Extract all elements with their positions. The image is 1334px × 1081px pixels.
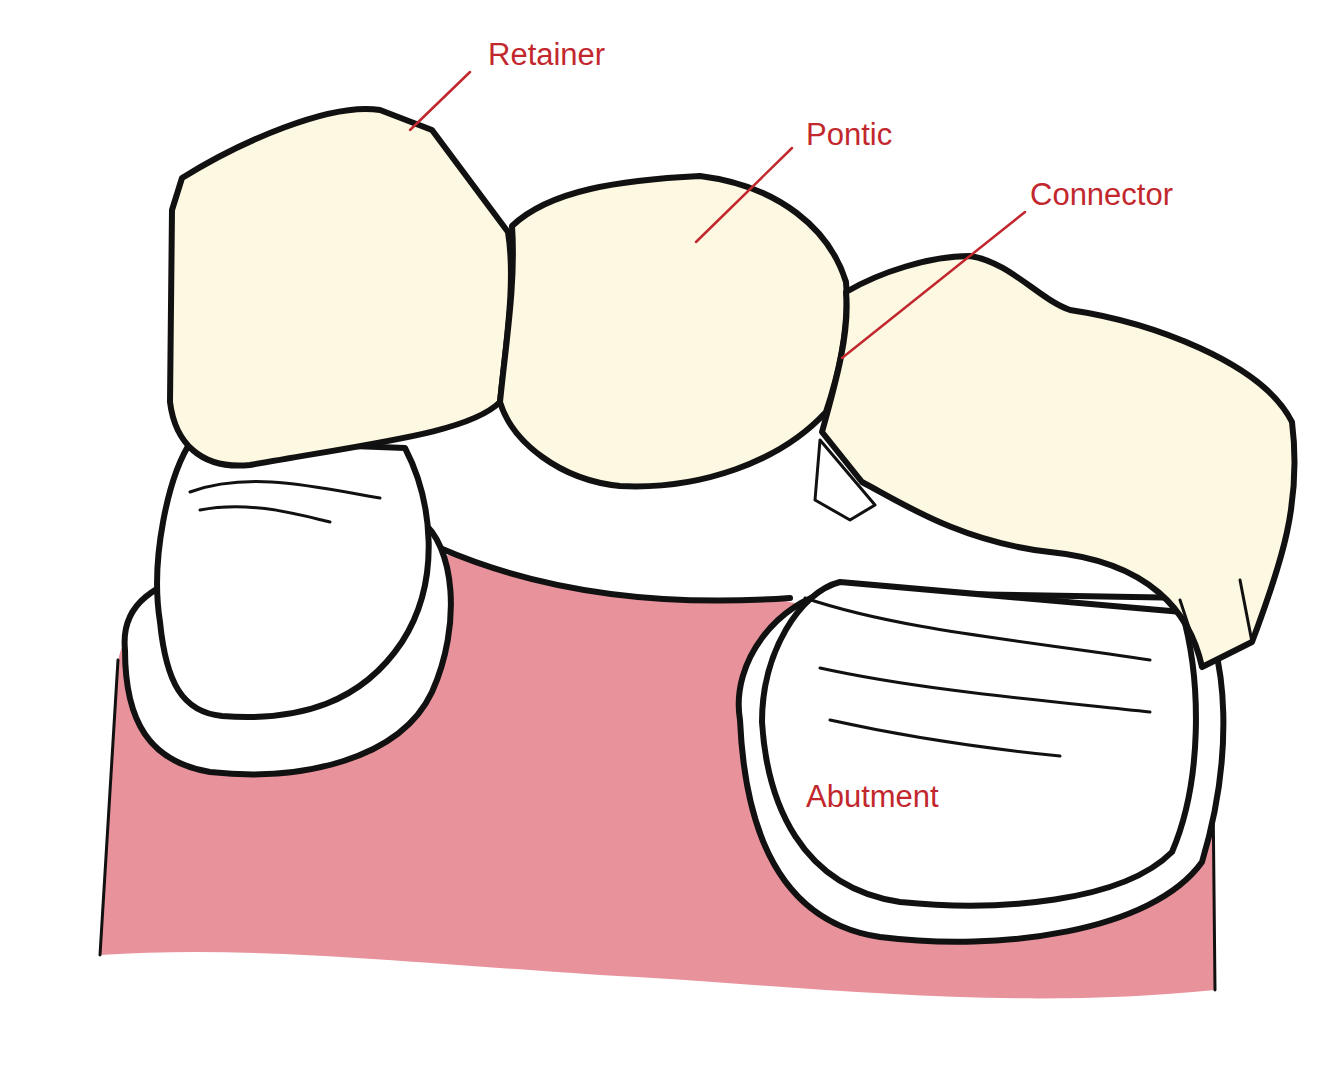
right-abutment-groove [805,598,1150,756]
part-label: Pontic [806,118,892,152]
left-abutment [157,440,429,717]
left-retainer [170,109,511,466]
left-abutment-groove [190,482,380,522]
part-label: Retainer [488,38,605,72]
gap-line [440,548,790,601]
leader-line [842,212,1025,358]
right-abutment [762,582,1196,905]
leader-line [696,148,792,242]
right-retainer-shoulder [1180,580,1252,667]
part-label: Connector [1030,178,1173,212]
pontic [500,176,847,486]
leader-line [410,72,470,130]
part-label: Abutment [806,780,939,814]
